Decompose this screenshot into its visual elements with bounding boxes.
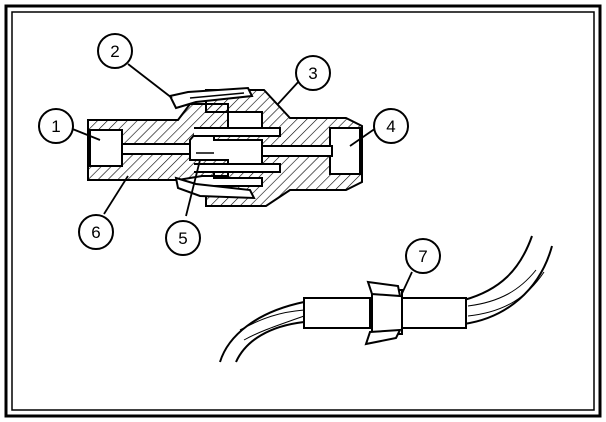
contact-upper [194,127,281,137]
harness-view [219,235,553,363]
callout-4-circle [373,108,409,144]
callout-5-label: 5 [178,229,187,248]
callout-5-circle [165,220,201,256]
connector-cross-section [87,86,363,207]
callout-4-label: 4 [386,117,395,136]
callouts [38,33,441,274]
callout-3-label: 3 [308,64,317,83]
right-cavity [329,127,361,175]
callout-6-circle [78,214,114,250]
harness-connector-center [371,289,403,335]
callout-7-circle [405,238,441,274]
left-pin [121,143,191,155]
callout-6-label: 6 [91,223,100,242]
callout-2-label: 2 [110,42,119,61]
harness-connector-left [303,297,371,329]
right-pin [261,145,333,157]
callout-1-label: 1 [51,117,60,136]
left-cavity [89,129,123,167]
callout-3-circle [295,55,331,91]
inner-border [11,11,595,411]
callout-1-circle [38,108,74,144]
callout-2-circle [97,33,133,69]
cable-right [463,235,533,301]
harness-connector-right [399,297,467,329]
latch-top [168,86,254,110]
callout-labels: 1 2 3 4 5 6 7 [51,42,427,266]
latch-bottom [174,176,256,200]
contact-lower [194,163,281,173]
callout-7-label: 7 [418,247,427,266]
